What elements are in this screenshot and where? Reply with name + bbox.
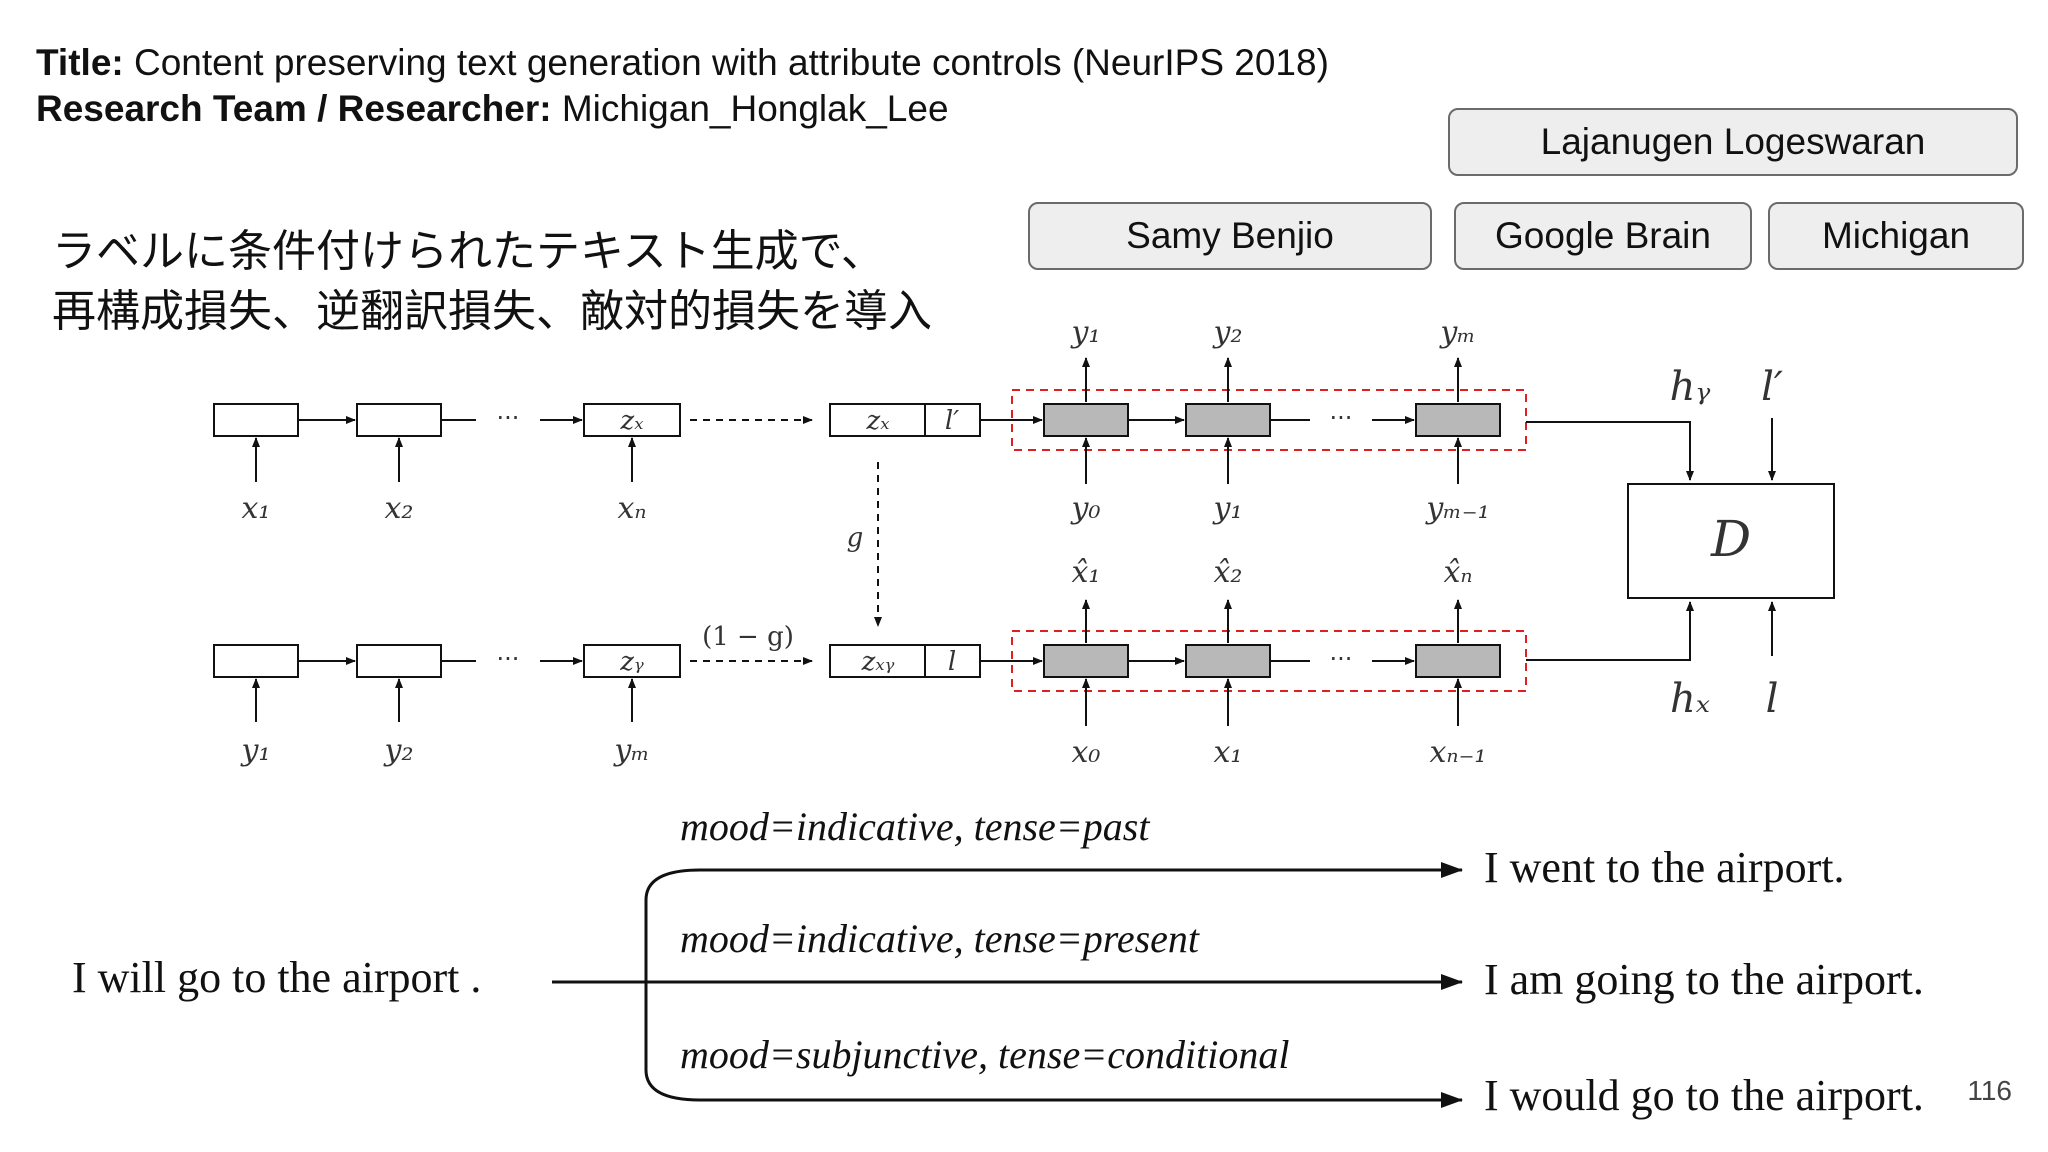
encoder-state-label: zₓ [620, 406, 644, 436]
input-label: x₂ [385, 491, 414, 526]
output-label: y₂ [1212, 315, 1243, 350]
decoder-input-label: xₙ₋₁ [1430, 735, 1487, 770]
hidden-state-label: hₓ [1670, 676, 1710, 722]
decoder-region-top [1011, 389, 1527, 451]
output-sentence: I would go to the airport. [1484, 1071, 1924, 1120]
author-tag-bengio: Samy Benjio [1028, 202, 1432, 270]
input-label: yₘ [612, 733, 649, 768]
attribute-condition: mood=indicative, tense=present [680, 916, 1200, 961]
latent-label: zₓᵧ [861, 647, 895, 677]
author-tag-label: Samy Benjio [1126, 215, 1334, 256]
output-label: y₁ [1070, 315, 1101, 350]
page-number: 116 [1967, 1075, 2012, 1106]
latent-label: zₓ [866, 406, 890, 436]
output-label: yₘ [1438, 315, 1475, 350]
org-tag-michigan: Michigan [1768, 202, 2024, 270]
attribute-label: l′ [945, 406, 959, 436]
input-label: xₙ [617, 491, 646, 526]
attribute-label: l′ [1761, 364, 1783, 410]
encoder-cell [213, 403, 299, 437]
input-label: y₂ [383, 733, 414, 768]
encoder-cell [213, 644, 299, 678]
ellipsis: ··· [1330, 645, 1353, 673]
attribute-label: l [1766, 676, 1779, 722]
decoder-input-label: y₀ [1070, 491, 1101, 526]
title-label: Title: [36, 42, 124, 83]
latent-box-bottom [829, 644, 981, 678]
title-line: Title: Content preserving text generatio… [36, 40, 1329, 86]
decoder-cell [1043, 403, 1129, 437]
ellipsis: ··· [497, 404, 520, 432]
attribute-condition: mood=subjunctive, tense=conditional [680, 1032, 1289, 1077]
hidden-state-label: hᵧ [1670, 364, 1711, 410]
output-label: x̂₂ [1214, 555, 1243, 590]
ellipsis: ··· [1330, 404, 1353, 432]
org-tag-label: Michigan [1821, 215, 1971, 256]
output-sentence: I went to the airport. [1484, 843, 1844, 892]
discriminator-label: D [1710, 510, 1751, 568]
input-label: x₁ [242, 491, 271, 526]
decoder-region-bottom [1011, 630, 1527, 692]
encoder-cell-final [583, 644, 681, 678]
org-tag-google-brain: Google Brain [1454, 202, 1752, 270]
team-value: Michigan_Honglak_Lee [561, 88, 949, 129]
decoder-input-label: x₁ [1214, 735, 1243, 770]
decoder-input-label: x₀ [1072, 735, 1101, 770]
encoder-cell [356, 403, 442, 437]
encoder-cell-final [583, 403, 681, 437]
author-tag-label: Lajanugen Logeswaran [1540, 121, 1926, 162]
decoder-cell [1415, 403, 1501, 437]
output-label: x̂₁ [1072, 555, 1101, 590]
org-tag-label: Google Brain [1495, 215, 1711, 256]
encoder-state-label: zᵧ [619, 647, 644, 677]
team-label: Research Team / Researcher: [36, 88, 552, 129]
gate-label: g [847, 523, 864, 553]
summary-text: ラベルに条件付けられたテキスト生成で、 再構成損失、逆翻訳損失、敵対的損失を導入 [52, 222, 932, 342]
output-label: x̂ₙ [1443, 555, 1472, 590]
team-line: Research Team / Researcher: Michigan_Hon… [36, 86, 1329, 132]
ellipsis: ··· [497, 645, 520, 673]
decoder-input-label: y₁ [1212, 491, 1243, 526]
summary-line-2: 再構成損失、逆翻訳損失、敵対的損失を導入 [52, 286, 932, 337]
output-sentence: I am going to the airport. [1484, 955, 1924, 1004]
discriminator-box [1627, 483, 1835, 599]
decoder-input-label: yₘ₋₁ [1424, 491, 1489, 526]
title-value: Content preserving text generation with … [134, 42, 1329, 83]
decoder-cell [1043, 644, 1129, 678]
slide-header: Title: Content preserving text generatio… [36, 40, 1329, 132]
decoder-cell [1185, 403, 1271, 437]
attribute-label: l [948, 647, 956, 677]
decoder-cell [1415, 644, 1501, 678]
gate-complement-label: (1 − g) [702, 622, 794, 652]
source-sentence: I will go to the airport . [72, 953, 481, 1002]
encoder-cell [356, 644, 442, 678]
summary-line-1: ラベルに条件付けられたテキスト生成で、 [52, 226, 885, 277]
input-label: y₁ [240, 733, 271, 768]
decoder-cell [1185, 644, 1271, 678]
author-tag-logeswaran: Lajanugen Logeswaran [1448, 108, 2018, 176]
attribute-condition: mood=indicative, tense=past [680, 804, 1150, 849]
